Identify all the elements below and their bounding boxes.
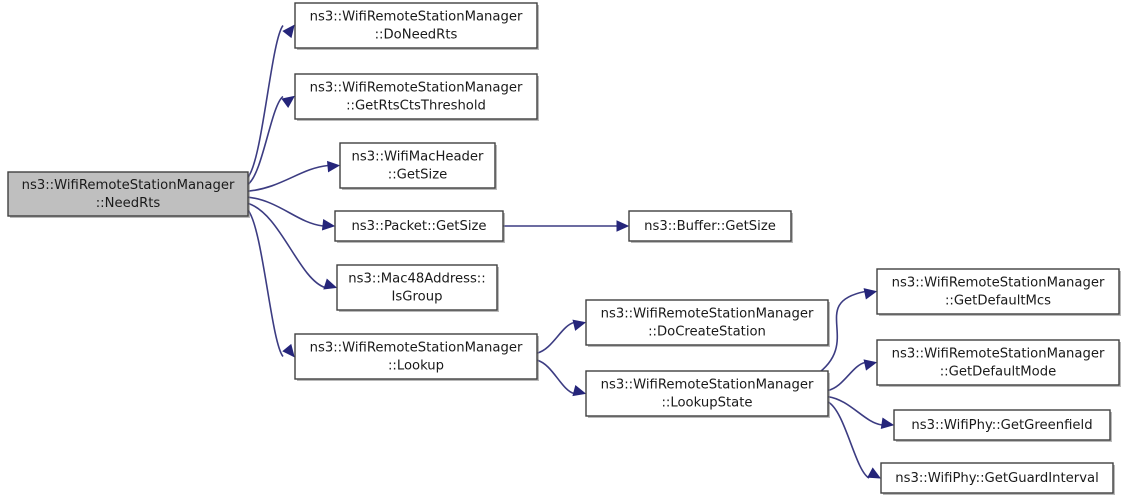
edge-needrts-to-doneedrts	[247, 24, 295, 178]
edge-line	[247, 95, 284, 185]
node-label: ::LookupState	[661, 396, 752, 411]
node-wifimacheadergetsize[interactable]: ns3::WifiMacHeader::GetSize	[339, 142, 497, 190]
node-getdefaultmode[interactable]: ns3::WifiRemoteStationManager::GetDefaul…	[876, 339, 1121, 387]
node-label: ns3::WifiRemoteStationManager	[892, 276, 1105, 291]
edge-line	[247, 196, 324, 227]
edge-lookupstate-to-getgreenfield	[827, 395, 895, 429]
edge-line	[247, 209, 284, 358]
node-box[interactable]	[336, 264, 498, 311]
edge-lookupstate-to-getguardinterval	[827, 401, 882, 479]
edge-arrowhead	[282, 343, 295, 358]
edge-line	[827, 361, 866, 392]
node-box[interactable]	[585, 299, 829, 346]
node-getdefaultmcs[interactable]: ns3::WifiRemoteStationManager::GetDefaul…	[876, 268, 1121, 316]
edge-arrowhead	[863, 288, 878, 300]
node-label: ns3::WifiRemoteStationManager	[601, 307, 814, 322]
node-box[interactable]	[893, 409, 1111, 441]
node-box[interactable]	[7, 171, 249, 217]
node-label: ::GetDefaultMcs	[945, 294, 1051, 309]
edge-arrowhead	[616, 220, 630, 232]
edge-line	[827, 395, 883, 426]
edge-line	[247, 202, 326, 289]
node-box[interactable]	[294, 333, 538, 380]
edge-needrts-to-packetgetsize	[247, 196, 336, 231]
edge-layer	[247, 24, 895, 479]
edge-arrowhead	[867, 467, 882, 479]
node-label: ::GetRtsCtsThreshold	[346, 99, 486, 114]
edge-line	[247, 164, 329, 192]
edge-lookup-to-lookupstate	[536, 359, 587, 397]
edge-arrowhead	[327, 160, 341, 173]
edge-lookup-to-docreatestation	[536, 319, 587, 354]
node-label: ::GetSize	[388, 168, 447, 183]
edge-needrts-to-lookup	[247, 209, 295, 358]
edge-arrowhead	[880, 417, 895, 429]
node-doneedrts[interactable]: ns3::WifiRemoteStationManager::DoNeedRts	[294, 2, 539, 50]
edge-arrowhead	[323, 278, 338, 290]
node-box[interactable]	[876, 339, 1120, 386]
edge-arrowhead	[572, 319, 587, 331]
node-box[interactable]	[876, 268, 1120, 315]
node-label: ns3::WifiRemoteStationManager	[310, 341, 523, 356]
node-label: ns3::WifiPhy::GetGreenfield	[911, 418, 1092, 433]
edge-arrowhead	[281, 95, 295, 108]
node-lookupstate[interactable]: ns3::WifiRemoteStationManager::LookupSta…	[585, 370, 830, 418]
node-label: ns3::WifiRemoteStationManager	[310, 10, 523, 25]
edge-arrowhead	[282, 24, 295, 39]
node-label: ns3::Packet::GetSize	[351, 219, 486, 234]
edge-line	[247, 25, 284, 178]
node-label: ::GetDefaultMode	[940, 365, 1057, 380]
node-label: ::DoNeedRts	[375, 28, 458, 43]
node-lookup[interactable]: ns3::WifiRemoteStationManager::Lookup	[294, 333, 539, 381]
node-box[interactable]	[334, 210, 504, 242]
node-buffergetsize[interactable]: ns3::Buffer::GetSize	[628, 210, 793, 243]
node-box[interactable]	[880, 462, 1114, 494]
edge-needrts-to-mac48isgroup	[247, 202, 338, 290]
edge-lookupstate-to-getdefaultmcs	[815, 288, 878, 376]
edge-arrowhead	[321, 218, 336, 231]
edge-lookupstate-to-getdefaultmode	[827, 359, 878, 392]
node-label: ns3::WifiMacHeader	[352, 150, 485, 165]
node-getguardinterval[interactable]: ns3::WifiPhy::GetGuardInterval	[880, 462, 1115, 495]
edge-line	[827, 401, 870, 479]
edge-packetgetsize-to-buffergetsize	[503, 220, 630, 232]
node-getgreenfield[interactable]: ns3::WifiPhy::GetGreenfield	[893, 409, 1112, 442]
node-packetgetsize[interactable]: ns3::Packet::GetSize	[334, 210, 505, 243]
node-label: ns3::WifiRemoteStationManager	[601, 378, 814, 393]
node-needrts[interactable]: ns3::WifiRemoteStationManager::NeedRts	[7, 171, 250, 218]
node-getrtsctsthreshold[interactable]: ns3::WifiRemoteStationManager::GetRtsCts…	[294, 73, 539, 121]
node-label: ::DoCreateStation	[648, 325, 766, 340]
node-label: ns3::WifiRemoteStationManager	[310, 81, 523, 96]
edge-line	[536, 359, 575, 395]
node-label: ns3::Buffer::GetSize	[644, 219, 776, 234]
node-label: ::Lookup	[388, 359, 444, 374]
node-layer: ns3::WifiRemoteStationManager::NeedRtsns…	[7, 2, 1121, 495]
node-label: ::NeedRts	[96, 196, 161, 211]
edge-arrowhead	[572, 384, 587, 397]
node-label: ns3::Mac48Address::	[348, 272, 485, 287]
node-docreatestation[interactable]: ns3::WifiRemoteStationManager::DoCreateS…	[585, 299, 830, 347]
edge-line	[815, 290, 866, 376]
node-box[interactable]	[294, 2, 538, 49]
node-box[interactable]	[628, 210, 792, 242]
node-box[interactable]	[585, 370, 829, 417]
node-label: ns3::WifiRemoteStationManager	[892, 347, 1105, 362]
node-label: ns3::WifiPhy::GetGuardInterval	[895, 471, 1099, 486]
node-box[interactable]	[294, 73, 538, 120]
node-label: IsGroup	[392, 290, 443, 305]
node-label: ns3::WifiRemoteStationManager	[22, 178, 235, 193]
edge-needrts-to-getrtsctsthreshold	[247, 95, 295, 185]
edge-line	[536, 321, 575, 354]
node-mac48isgroup[interactable]: ns3::Mac48Address::IsGroup	[336, 264, 499, 312]
node-box[interactable]	[339, 142, 496, 189]
edge-arrowhead	[863, 359, 878, 371]
edge-needrts-to-wifimacheadergetsize	[247, 160, 341, 192]
